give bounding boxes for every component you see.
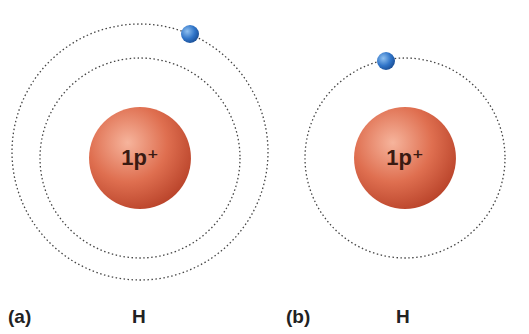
element-symbol: H xyxy=(132,306,146,328)
nucleus: 1p⁺ xyxy=(353,106,457,210)
outer-orbit xyxy=(12,24,268,280)
nucleus-label: 1p⁺ xyxy=(121,145,158,171)
electron xyxy=(377,52,395,70)
element-symbol: H xyxy=(396,306,410,328)
panel-letter: (b) xyxy=(286,306,310,328)
inner-orbit xyxy=(40,58,240,258)
orbit xyxy=(305,58,505,258)
nucleus-label: 1p⁺ xyxy=(386,145,423,171)
electron xyxy=(181,25,199,43)
panel-letter: (a) xyxy=(8,306,31,328)
nucleus: 1p⁺ xyxy=(88,106,192,210)
